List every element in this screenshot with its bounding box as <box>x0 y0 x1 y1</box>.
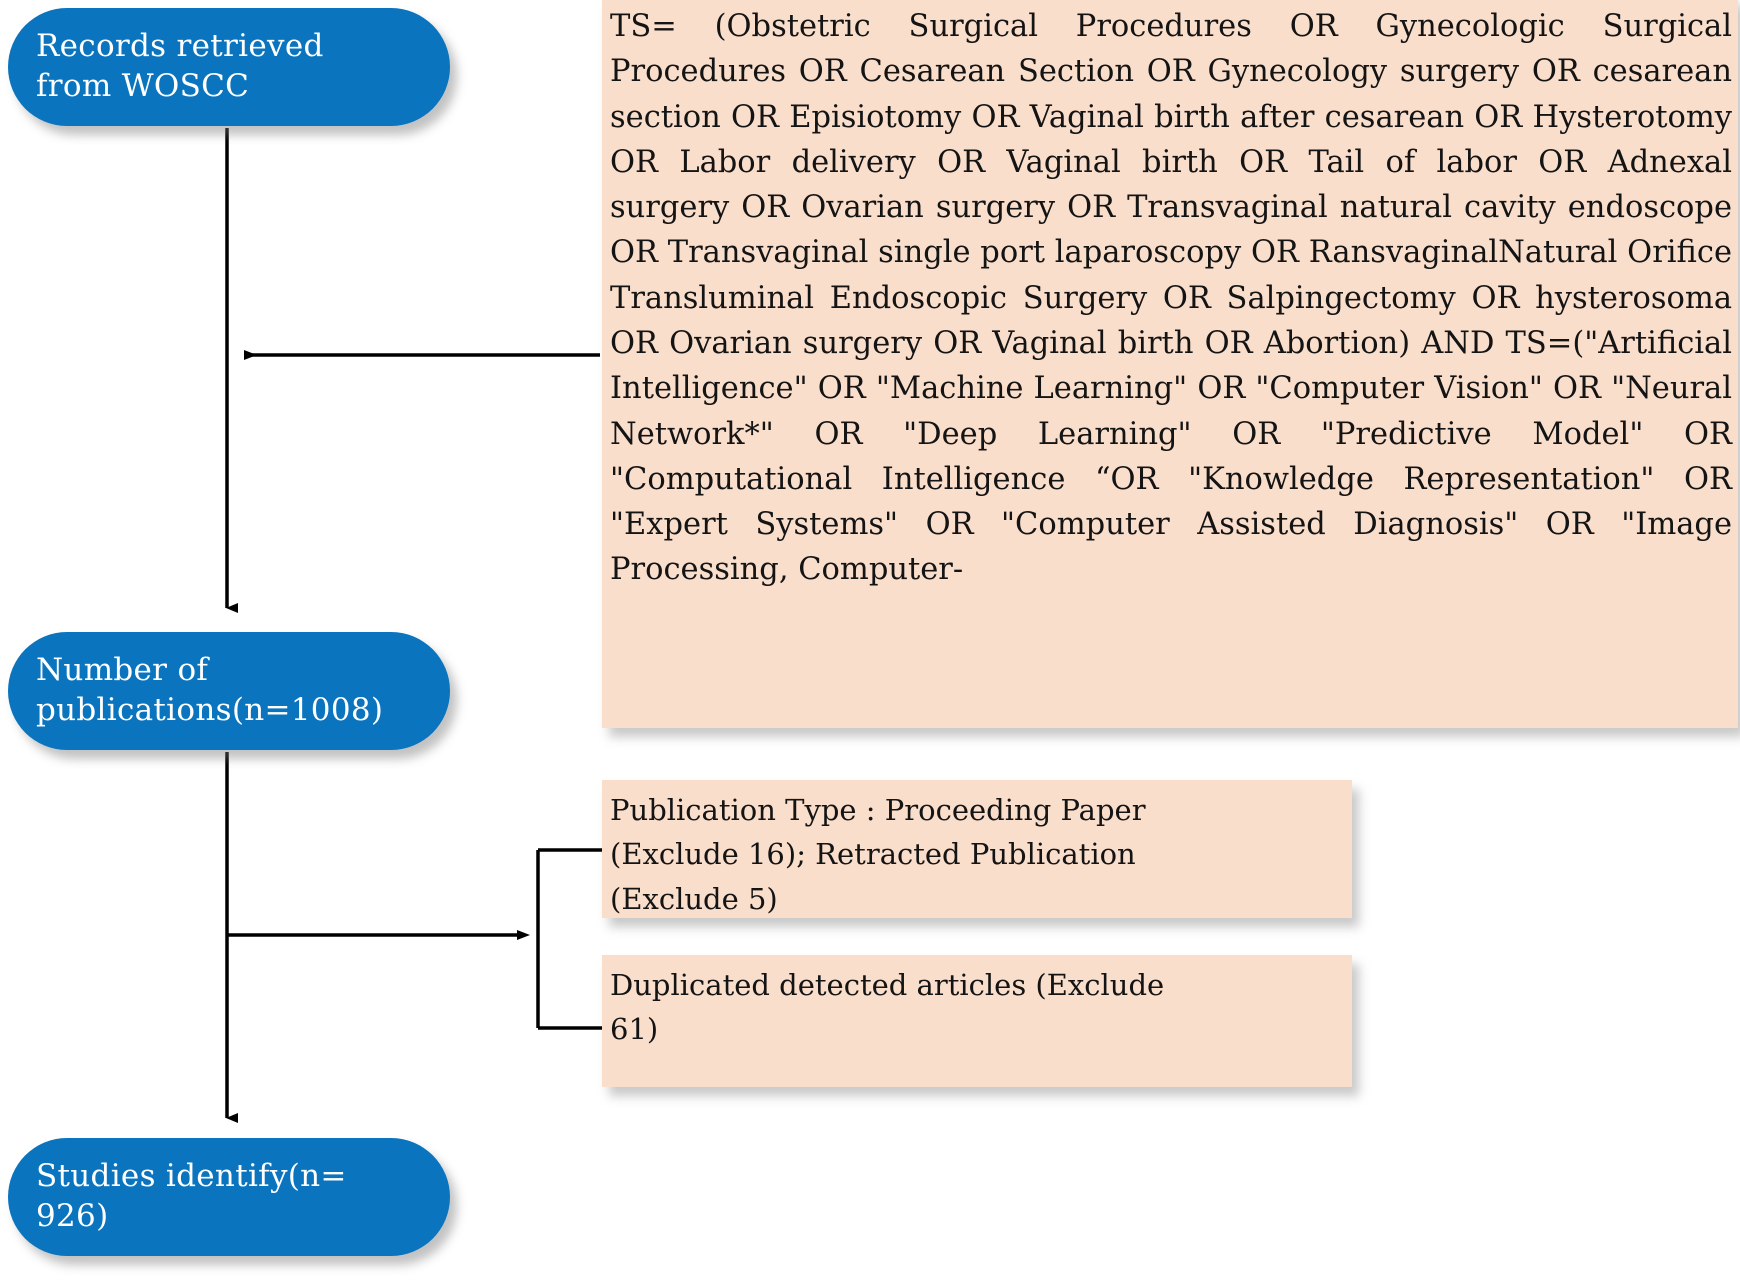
exclusion-duplicates-text: Duplicated detected articles (Exclude 61… <box>610 968 1165 1047</box>
node-studies-identify[interactable]: Studies identify(n= 926) <box>8 1138 450 1256</box>
panel-search-query: TS= (Obstetric Surgical Procedures OR Gy… <box>602 0 1738 728</box>
node-number-of-publications[interactable]: Number of publications(n=1008) <box>8 632 450 750</box>
search-query-text: TS= (Obstetric Surgical Procedures OR Gy… <box>610 9 1732 588</box>
node-records-retrieved[interactable]: Records retrieved from WOSCC <box>8 8 450 126</box>
node-publications-label: Number of publications(n=1008) <box>36 652 384 728</box>
panel-exclusion-publication-type: Publication Type : Proceeding Paper (Exc… <box>602 780 1352 918</box>
panel-exclusion-duplicates: Duplicated detected articles (Exclude 61… <box>602 955 1352 1087</box>
node-studies-label: Studies identify(n= 926) <box>36 1158 347 1234</box>
node-records-label: Records retrieved from WOSCC <box>36 28 324 104</box>
connector-publications-to-exclusions <box>227 848 602 1030</box>
exclusion-publication-type-text: Publication Type : Proceeding Paper (Exc… <box>610 793 1146 916</box>
